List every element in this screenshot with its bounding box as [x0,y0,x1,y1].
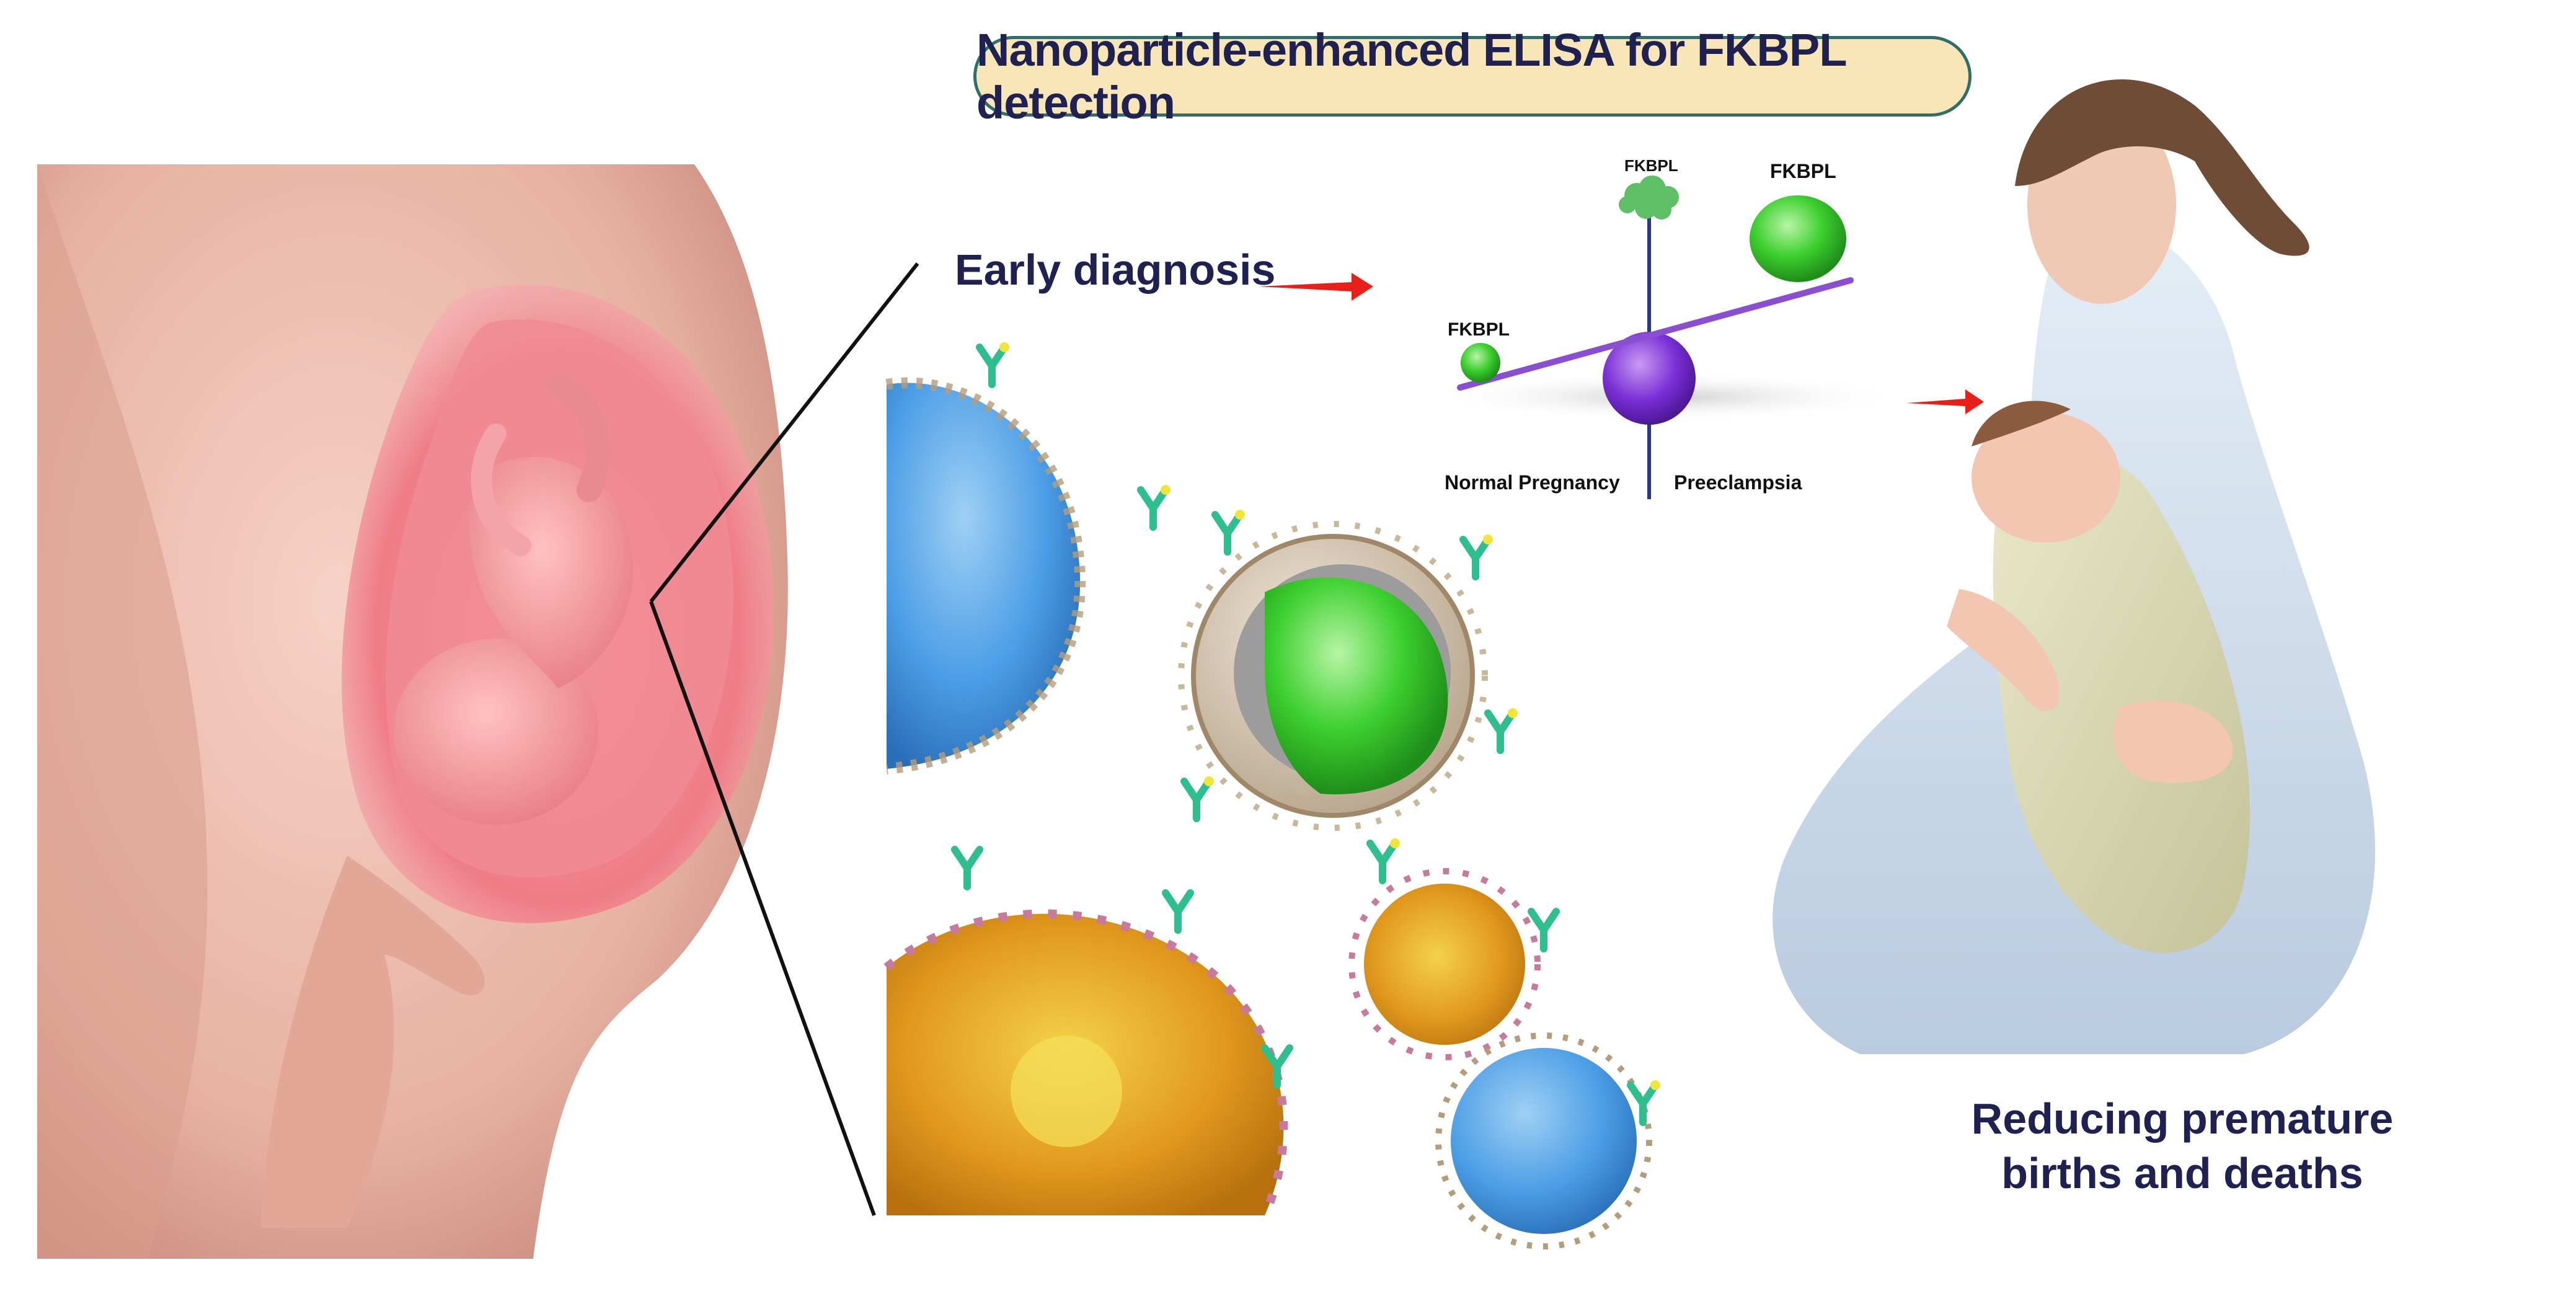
gold-nanoparticle-small [1348,868,1541,1060]
baby-head [1972,412,2120,543]
fkbpl-ball-large [1750,195,1846,282]
balance-scale [1432,175,1903,499]
fkbpl-top-label: FKBPL [1624,156,1678,175]
fkbpl-protein-cluster [1619,175,1679,220]
zoom-line-bottom [649,600,876,1217]
blue-nanoparticle-large [885,377,1086,774]
mother-hand-left [1947,589,2060,711]
arrow-to-balance [1259,273,1373,301]
blue-nanoparticle-small [1435,1032,1652,1249]
fetus-head [394,639,598,825]
title-text: Nanoparticle-enhanced ELISA for FKBPL de… [976,24,1846,128]
outcome-line-1: Reducing premature [1971,1094,2394,1143]
fkbpl-right-label: FKBPL [1770,160,1836,182]
pregnant-woman-illustration [37,164,788,1259]
baby-suit [1993,450,2251,953]
mother-baby-illustration [1773,79,2376,1054]
outcome-text: Reducing premature births and deaths [1959,1091,2406,1200]
fulcrum-ball [1603,332,1696,425]
balance-beam [1457,277,1854,391]
fkbpl-ball-small [1461,343,1500,383]
gold-nanoparticle-large [883,909,1288,1217]
core-shell-nanoparticle [1178,521,1488,831]
hand [260,856,485,1228]
normal-pregnancy-label: Normal Pregnancy [1445,471,1620,494]
early-diagnosis-label: Early diagnosis [955,246,1276,294]
zoom-line-top [649,262,919,603]
baby-hair [1972,401,2071,446]
fetus-body [469,456,633,688]
mother-hair [2015,79,2309,256]
preeclampsia-label: Preeclampsia [1674,471,1802,494]
antibody-tips [999,342,1660,1090]
nanoparticles-panel [883,342,1660,1249]
outcome-line-2: births and deaths [2001,1149,2363,1197]
fkbpl-left-label: FKBPL [1448,319,1510,340]
arrow-to-mother [1906,389,1984,414]
title-banner: Nanoparticle-enhanced ELISA for FKBPL de… [973,24,1972,128]
mother-hand-right [2113,700,2233,783]
